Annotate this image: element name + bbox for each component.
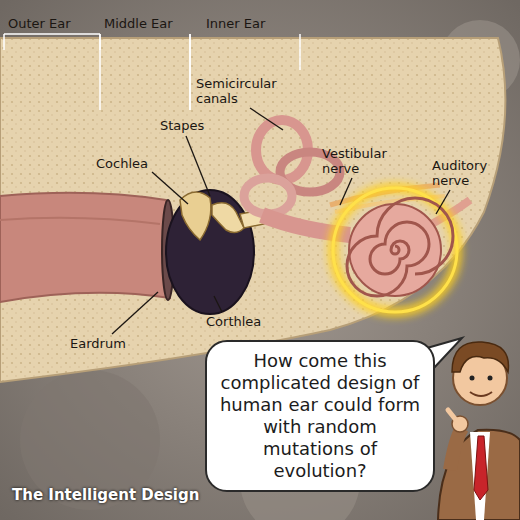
part-label: Vestibular nerve bbox=[322, 146, 402, 176]
part-label: Corthlea bbox=[206, 314, 261, 329]
caption: The Intelligent Design bbox=[12, 486, 199, 504]
part-label: Stapes bbox=[160, 118, 204, 133]
part-label: Eardrum bbox=[70, 336, 126, 351]
part-label: Semicircular canals bbox=[196, 76, 296, 106]
part-label: Auditory nerve bbox=[432, 158, 508, 188]
part-label: Inner Ear bbox=[206, 16, 265, 31]
part-label: Middle Ear bbox=[104, 16, 173, 31]
bubble-text: How come this complicated design of huma… bbox=[217, 350, 423, 482]
speech-bubble: How come this complicated design of huma… bbox=[205, 340, 435, 492]
part-label: Outer Ear bbox=[8, 16, 71, 31]
part-label: Cochlea bbox=[96, 156, 148, 171]
